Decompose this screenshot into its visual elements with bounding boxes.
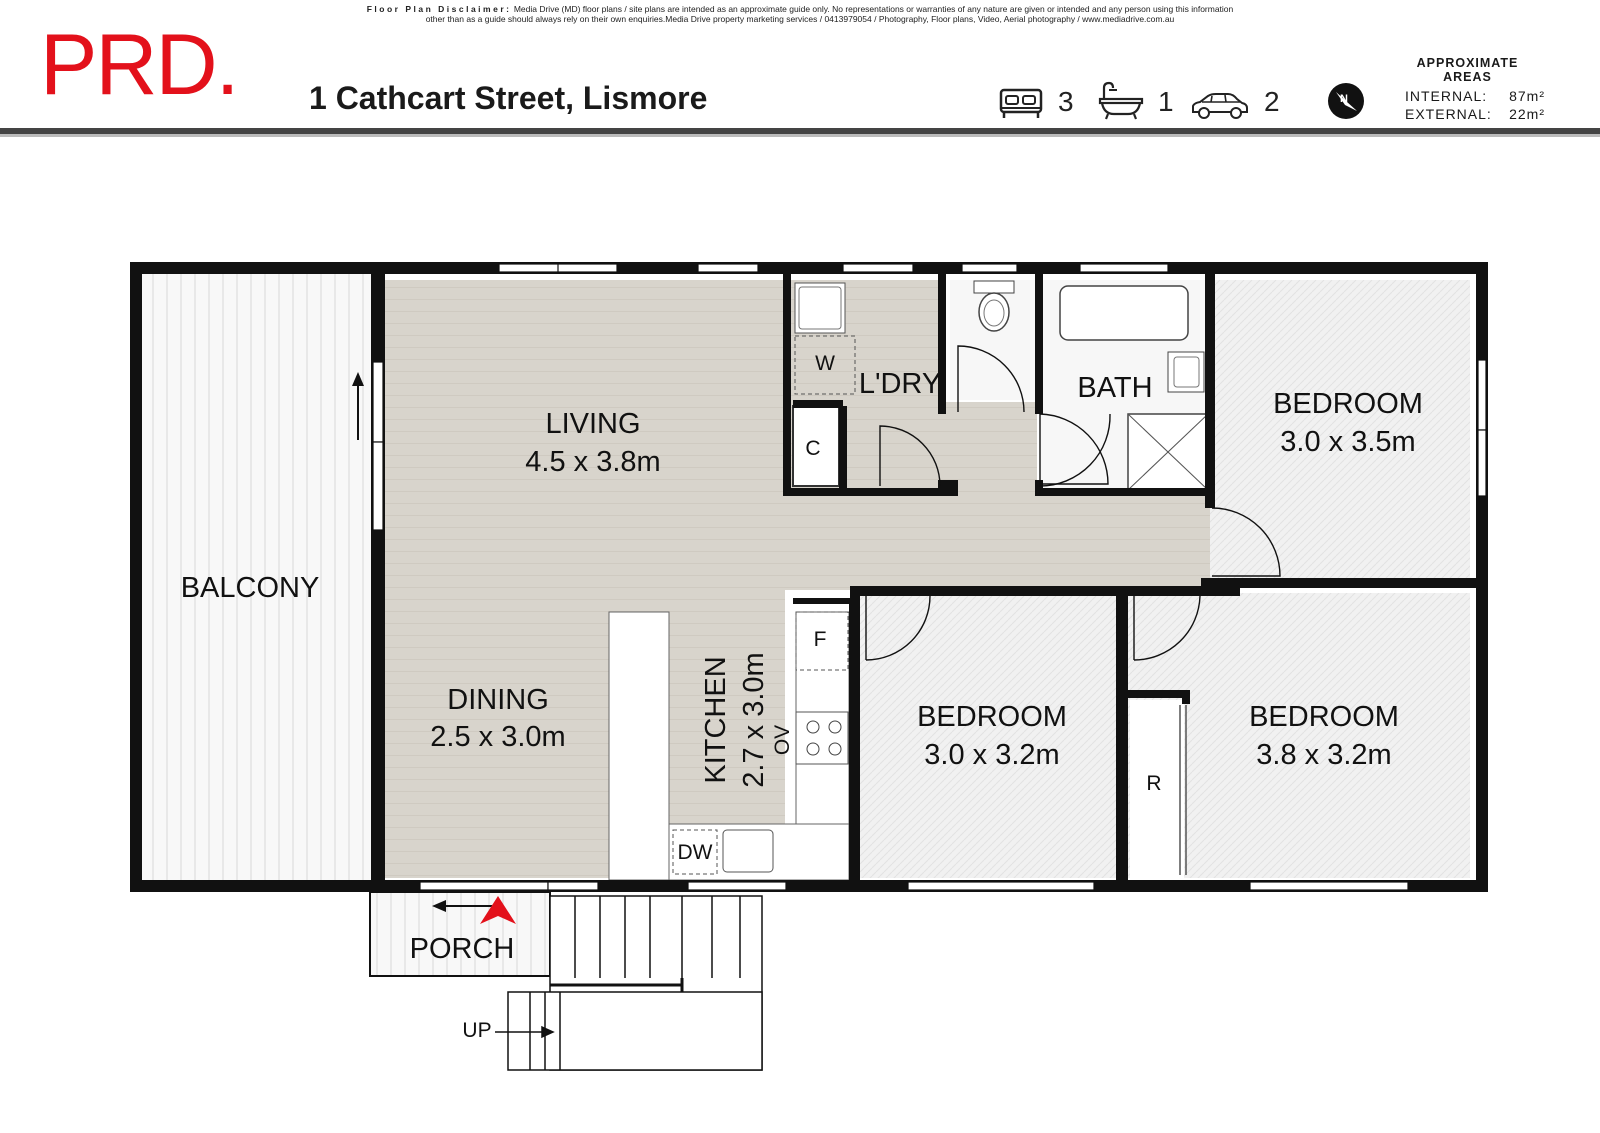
label-washer: W (815, 352, 835, 375)
label-up: UP (462, 1019, 491, 1042)
internal-value: 87m² (1509, 88, 1545, 104)
robe (1130, 700, 1187, 878)
label-living-dims: 4.5 x 3.8m (525, 446, 660, 478)
bedroom-floors (860, 280, 1470, 878)
door-swings (865, 345, 1281, 661)
header-divider-shadow (0, 134, 1600, 137)
living-floor (385, 280, 1210, 878)
label-fridge: F (814, 628, 827, 651)
room-labels: BALCONY LIVING 4.5 x 3.8m DINING 2.5 x 3… (181, 368, 1423, 1042)
entry-marker (432, 896, 516, 924)
beds-count: 3 (1058, 86, 1074, 117)
label-bedroom-1: BEDROOM (1273, 388, 1423, 420)
external-value: 22m² (1509, 106, 1545, 122)
approximate-areas: APPROXIMATE AREAS INTERNAL: 87m² EXTERNAL… (1405, 56, 1570, 122)
label-bedroom-2-dims: 3.0 x 3.2m (924, 739, 1059, 771)
sliding-door-arrow (352, 372, 364, 440)
label-living: LIVING (545, 408, 640, 440)
label-kitchen-dims: 2.7 x 3.0m (738, 652, 770, 787)
disclaimer-line1: Media Drive (MD) floor plans / site plan… (511, 4, 1234, 14)
north-compass-icon: N (1328, 83, 1364, 119)
toilet (973, 280, 1015, 332)
label-balcony: BALCONY (181, 572, 320, 604)
label-laundry: L'DRY (859, 368, 941, 400)
label-porch: PORCH (410, 933, 515, 965)
label-robe: R (1146, 772, 1161, 795)
label-cupboard: C (805, 437, 820, 460)
fixture-labels: W C F OV DW R (678, 352, 1162, 864)
label-bedroom-3: BEDROOM (1249, 701, 1399, 733)
label-bedroom-3-dims: 3.8 x 3.2m (1256, 739, 1391, 771)
label-bedroom-1-dims: 3.0 x 3.5m (1280, 426, 1415, 458)
bath-icon (1098, 81, 1144, 120)
external-label: EXTERNAL: (1405, 106, 1492, 122)
balcony-area (136, 272, 371, 884)
disclaimer: Floor Plan Disclaimer: Media Drive (MD) … (0, 4, 1600, 24)
laundry-fixtures (792, 282, 856, 487)
car-icon (1192, 93, 1248, 119)
header-divider (0, 128, 1600, 134)
disclaimer-line2: other than as a guide should always rely… (425, 14, 1175, 24)
label-bath: BATH (1077, 372, 1152, 404)
bed-icon (999, 88, 1043, 118)
label-dining-dims: 2.5 x 3.0m (430, 721, 565, 753)
label-bedroom-2: BEDROOM (917, 701, 1067, 733)
label-kitchen: KITCHEN (700, 656, 732, 783)
disclaimer-lead: Floor Plan Disclaimer: (366, 4, 512, 14)
property-address: 1 Cathcart Street, Lismore (309, 80, 708, 116)
stairs (495, 895, 763, 1071)
kitchen-counters (608, 611, 850, 881)
internal-label: INTERNAL: (1405, 88, 1488, 104)
label-oven: OV (771, 725, 794, 755)
label-dishwasher: DW (678, 841, 713, 864)
baths-count: 1 (1158, 86, 1174, 117)
label-dining: DINING (447, 684, 549, 716)
windows (372, 263, 1487, 891)
svg-text:N: N (1340, 93, 1348, 105)
brand-logo: PRD. (40, 17, 239, 113)
areas-heading-2: AREAS (1443, 70, 1492, 84)
areas-heading-1: APPROXIMATE (1416, 56, 1519, 70)
cars-count: 2 (1264, 86, 1280, 117)
